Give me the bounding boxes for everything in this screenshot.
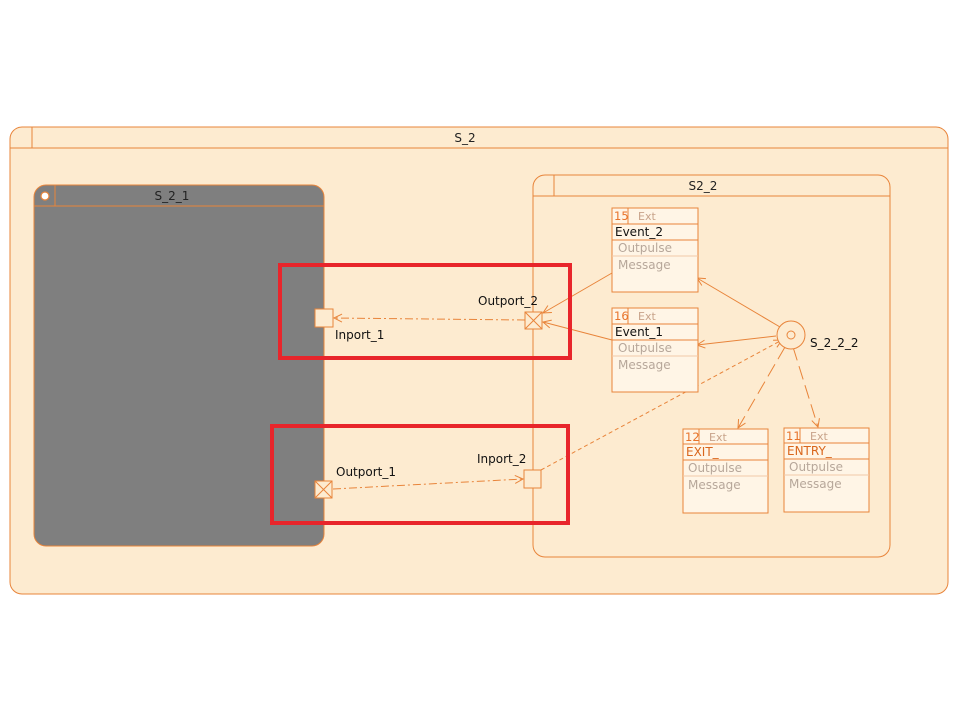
event-11-ext: Ext bbox=[810, 430, 828, 443]
event-11-id: 11 bbox=[786, 429, 801, 443]
event-box-15[interactable]: 15 Ext Event_2 Outpulse Message bbox=[611, 207, 699, 293]
inport-1-label: Inport_1 bbox=[335, 328, 384, 342]
state-s-2-title: S_2 bbox=[454, 131, 475, 145]
event-15-message: Message bbox=[618, 258, 671, 272]
link-node-event15 bbox=[697, 278, 781, 328]
history-icon bbox=[40, 191, 50, 201]
event-box-11[interactable]: 11 Ext ENTRY_ Outpulse Message bbox=[783, 427, 870, 513]
event-11-name: ENTRY_ bbox=[787, 444, 833, 458]
state-s-2-1-title: S_2_1 bbox=[155, 189, 190, 203]
event-15-ext: Ext bbox=[638, 210, 656, 223]
node-s-2-2-2-label: S_2_2_2 bbox=[810, 336, 859, 350]
event-12-outpulse: Outpulse bbox=[688, 461, 742, 475]
state-s-2-1[interactable]: S_2_1 bbox=[33, 184, 325, 547]
inport-2-port[interactable] bbox=[523, 469, 542, 489]
event-12-ext: Ext bbox=[709, 431, 727, 444]
inport-2-label: Inport_2 bbox=[477, 452, 526, 466]
outport-1-port[interactable] bbox=[314, 480, 333, 499]
inport-1-port[interactable] bbox=[314, 308, 334, 328]
event-16-outpulse: Outpulse bbox=[618, 341, 672, 355]
link-node-event12 bbox=[738, 346, 786, 428]
event-16-ext: Ext bbox=[638, 310, 656, 323]
link-event15-outport2 bbox=[543, 272, 613, 313]
event-16-id: 16 bbox=[614, 309, 629, 323]
connections bbox=[333, 272, 818, 490]
event-15-outpulse: Outpulse bbox=[618, 241, 672, 255]
event-11-outpulse: Outpulse bbox=[789, 460, 843, 474]
highlight-box-top bbox=[278, 263, 572, 360]
event-15-name: Event_2 bbox=[615, 225, 663, 239]
event-12-name: EXIT_ bbox=[686, 445, 720, 459]
outport-2-label: Outport_2 bbox=[478, 294, 538, 308]
event-box-12[interactable]: 12 Ext EXIT_ Outpulse Message bbox=[682, 428, 769, 514]
event-12-message: Message bbox=[688, 478, 741, 492]
link-node-event11 bbox=[792, 346, 818, 427]
node-s-2-2-2[interactable] bbox=[776, 320, 806, 350]
event-16-message: Message bbox=[618, 358, 671, 372]
event-box-16[interactable]: 16 Ext Event_1 Outpulse Message bbox=[611, 307, 699, 393]
link-inport2-node bbox=[540, 340, 782, 471]
outport-1-label: Outport_1 bbox=[336, 465, 396, 479]
link-event16-outport2 bbox=[543, 322, 613, 341]
state-s2-2-title: S2_2 bbox=[689, 179, 718, 193]
event-15-id: 15 bbox=[614, 209, 629, 223]
outport-2-port[interactable] bbox=[524, 311, 543, 330]
highlight-box-bottom bbox=[270, 424, 570, 525]
event-11-message: Message bbox=[789, 477, 842, 491]
event-16-name: Event_1 bbox=[615, 325, 663, 339]
link-node-event16 bbox=[697, 335, 777, 345]
event-12-id: 12 bbox=[685, 430, 700, 444]
